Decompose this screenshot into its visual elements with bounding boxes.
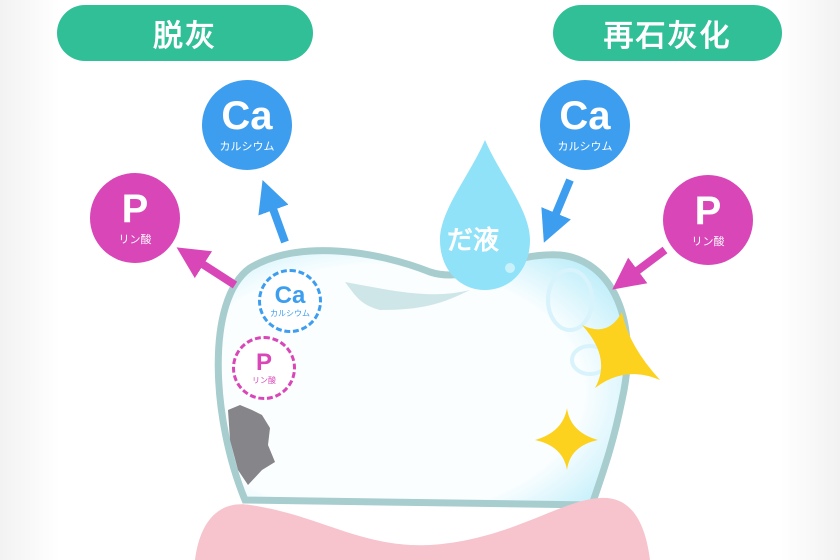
saliva-label: だ液 [447,226,500,256]
calcium-out-circle: Ca カルシウム [202,80,292,170]
arrow-ca-in [541,178,574,243]
remineralization-label: 再石灰化 [553,5,782,61]
calcium-symbol: Ca [274,281,306,309]
caries-spot [228,405,275,485]
calcium-name: カルシウム [557,141,613,153]
arrow-p-out [176,247,238,289]
phosphate-symbol: P [121,187,149,231]
phosphate-in-circle: P リン酸 [663,175,753,265]
calcium-lost-circle: Ca カルシウム [258,269,322,333]
sparkle-small-icon [535,408,598,470]
arrow-p-in [612,246,668,290]
calcium-symbol: Ca [559,94,611,138]
calcium-name: カルシウム [270,308,310,318]
tooth-groove [345,282,470,310]
calcium-symbol: Ca [221,94,273,138]
sparkle-large-icon [582,312,660,388]
calcium-in-circle: Ca カルシウム [540,80,630,170]
calcium-name: カルシウム [219,141,275,153]
arrow-ca-out [258,179,289,244]
phosphate-symbol: P [694,189,722,233]
phosphate-symbol: P [255,348,272,376]
phosphate-name: リン酸 [252,375,276,385]
saliva-drop-icon [440,140,530,290]
demineralization-label: 脱灰 [57,5,313,61]
phosphate-name: リン酸 [691,236,725,248]
phosphate-name: リン酸 [118,234,152,246]
phosphate-lost-circle: P リン酸 [232,336,296,400]
shine-1 [546,268,594,332]
gum [195,497,650,560]
phosphate-out-circle: P リン酸 [90,173,180,263]
